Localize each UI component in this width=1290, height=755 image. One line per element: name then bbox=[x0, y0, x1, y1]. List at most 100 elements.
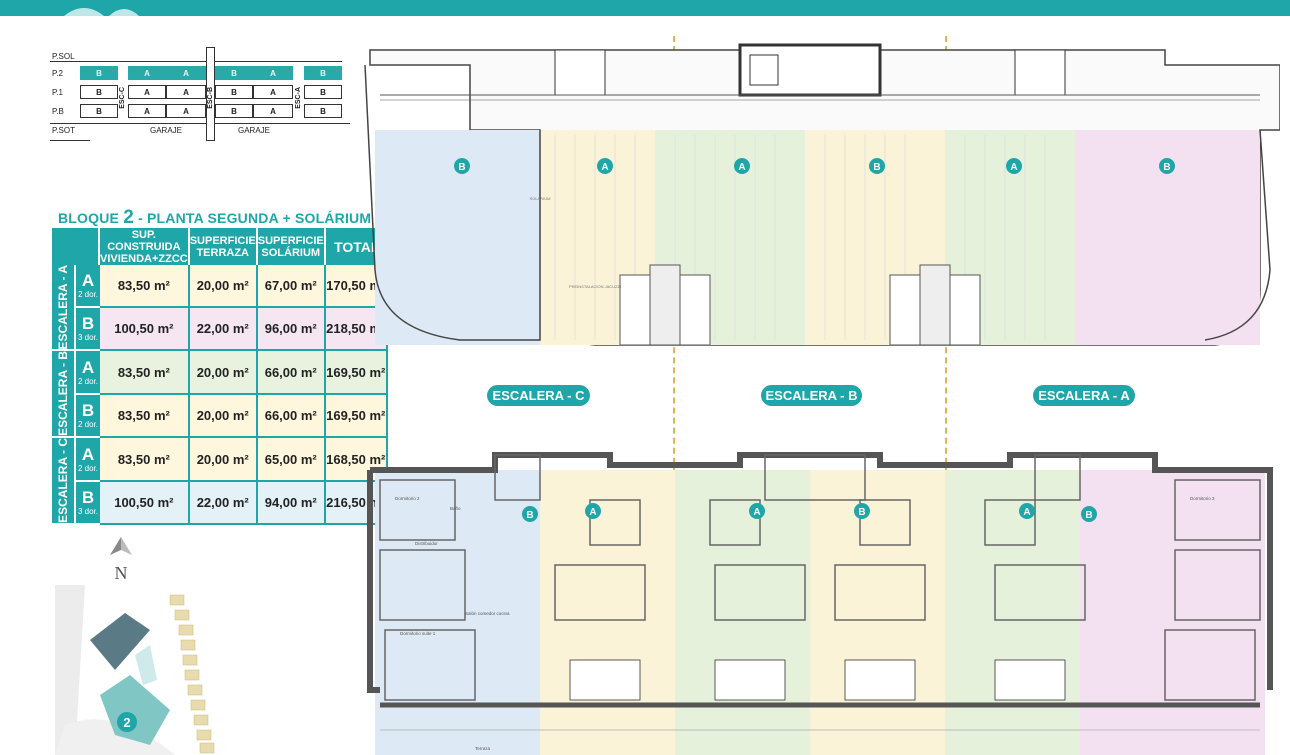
floor-label-p1: P.1 bbox=[52, 88, 63, 97]
unit-marker: B bbox=[526, 510, 533, 521]
unit-marker: B bbox=[858, 507, 865, 518]
table-title-number: 2 bbox=[123, 207, 134, 228]
top-banner bbox=[0, 0, 1290, 16]
built-cell: 100,50 m² bbox=[100, 308, 190, 352]
site-location-map: 2 bbox=[55, 585, 215, 755]
garage-label: GARAJE bbox=[150, 126, 183, 135]
stair-core-b bbox=[206, 47, 215, 141]
built-cell: 83,50 m² bbox=[100, 265, 190, 309]
room-label: Distribuidor bbox=[415, 541, 438, 546]
solarium-cell: 66,00 m² bbox=[257, 351, 326, 395]
stair-label-b: ESC-B bbox=[207, 87, 214, 109]
stair-label-c: ESC-C bbox=[119, 87, 126, 109]
unit-marker: A bbox=[753, 507, 760, 518]
unit-cell: B bbox=[304, 85, 342, 99]
wave-logo-icon bbox=[64, 8, 139, 16]
floor-label-p2: P.2 bbox=[52, 69, 63, 78]
terrace-cell: 20,00 m² bbox=[189, 265, 258, 309]
floor-label-psot: P.SOT bbox=[52, 126, 75, 135]
axis-line bbox=[673, 36, 675, 755]
room-label: Baño bbox=[450, 506, 461, 511]
garage-label: GARAJE bbox=[238, 126, 271, 135]
unit-cell: B bbox=[80, 66, 118, 80]
unit-marker: B bbox=[873, 162, 880, 173]
unit-cell: B bbox=[304, 104, 342, 118]
unit-cell: B bbox=[80, 104, 118, 118]
unit-cell: B bbox=[80, 85, 118, 99]
unit-cell: A bbox=[166, 85, 206, 99]
unit-cell: A bbox=[253, 104, 293, 118]
unit-cell: B bbox=[304, 66, 342, 80]
room-label: Salón comedor cocina bbox=[465, 611, 510, 616]
table-title: BLOQUE 2 - PLANTA SEGUNDA + SOLÁRIUM bbox=[58, 207, 371, 229]
terrace-cell: 22,00 m² bbox=[189, 481, 258, 526]
unit-cell: A bbox=[166, 66, 206, 80]
unit-marker: A bbox=[738, 162, 745, 173]
jacuzzi-note: PREINSTALACION JACUZZI bbox=[569, 284, 621, 289]
stair-label-a: ESC-A bbox=[295, 87, 302, 109]
solarium-cell: 66,00 m² bbox=[257, 394, 326, 439]
built-cell: 83,50 m² bbox=[100, 351, 190, 395]
section-line-ground bbox=[50, 123, 350, 124]
map-block-number: 2 bbox=[123, 715, 130, 730]
unit-cell: A bbox=[166, 104, 206, 118]
room-label: Dormitorio suite 1 bbox=[400, 631, 436, 636]
section-line-sol bbox=[50, 61, 342, 62]
second-floor-plan: Dormitorio 2 Dormitorio 3 Dormitorio sui… bbox=[367, 452, 1273, 755]
table-title-prefix: BLOQUE bbox=[58, 210, 120, 226]
unit-marker: B bbox=[458, 162, 465, 173]
header-blank bbox=[52, 228, 100, 265]
stair-label-c: ESCALERA - C bbox=[487, 385, 590, 406]
unit-marker: B bbox=[1163, 162, 1170, 173]
unit-marker: A bbox=[1010, 162, 1017, 173]
jacuzzi-note: SOLARIUM bbox=[530, 196, 551, 201]
stair-label-b: ESCALERA - B bbox=[761, 385, 862, 406]
unit-marker: A bbox=[589, 507, 596, 518]
building-section-diagram: P.SOL P.2 P.1 P.B P.SOT B A A B A B B A … bbox=[50, 47, 350, 143]
stair-cell-b: ESCALERA - B bbox=[52, 351, 74, 439]
axis-line bbox=[945, 36, 947, 755]
section-line-basement bbox=[50, 140, 90, 141]
north-arrow-icon: N bbox=[110, 537, 132, 583]
solarium-cell: 96,00 m² bbox=[257, 308, 326, 352]
terrace-cell: 20,00 m² bbox=[189, 438, 258, 482]
stair-cell-a: ESCALERA - A bbox=[52, 265, 74, 352]
unit-marker: A bbox=[601, 162, 608, 173]
room-label: Terraza bbox=[475, 746, 491, 751]
floor-label-pb: P.B bbox=[52, 107, 64, 116]
terrace-cell: 22,00 m² bbox=[189, 308, 258, 352]
terrace-cell: 20,00 m² bbox=[189, 394, 258, 439]
unit-cell: B bbox=[215, 104, 253, 118]
built-cell: 83,50 m² bbox=[100, 394, 190, 439]
unit-cell: B bbox=[215, 85, 253, 99]
total-cell: 169,50 m² bbox=[325, 351, 388, 395]
floor-label-psol: P.SOL bbox=[52, 52, 75, 61]
unit-cell: A bbox=[253, 85, 293, 99]
solarium-cell: 67,00 m² bbox=[257, 265, 326, 309]
unit-cell: A bbox=[128, 66, 166, 80]
unit-marker: A bbox=[1023, 507, 1030, 518]
stair-cell-c: ESCALERA - C bbox=[52, 438, 74, 526]
built-cell: 100,50 m² bbox=[100, 481, 190, 526]
compass-letter: N bbox=[115, 563, 128, 583]
solarium-cell: 65,00 m² bbox=[257, 438, 326, 482]
room-label: Dormitorio 3 bbox=[1190, 496, 1215, 501]
table-title-suffix: - PLANTA SEGUNDA + SOLÁRIUM bbox=[138, 210, 372, 226]
total-cell: 169,50 m² bbox=[325, 394, 388, 439]
stair-label-a: ESCALERA - A bbox=[1033, 385, 1135, 406]
built-cell: 83,50 m² bbox=[100, 438, 190, 482]
solarium-floor-plan: SOLARIUM PREINSTALACION JACUZZI B A A B … bbox=[364, 43, 1280, 346]
terrace-cell: 20,00 m² bbox=[189, 351, 258, 395]
room-label: Dormitorio 2 bbox=[395, 496, 420, 501]
unit-marker: B bbox=[1085, 510, 1092, 521]
